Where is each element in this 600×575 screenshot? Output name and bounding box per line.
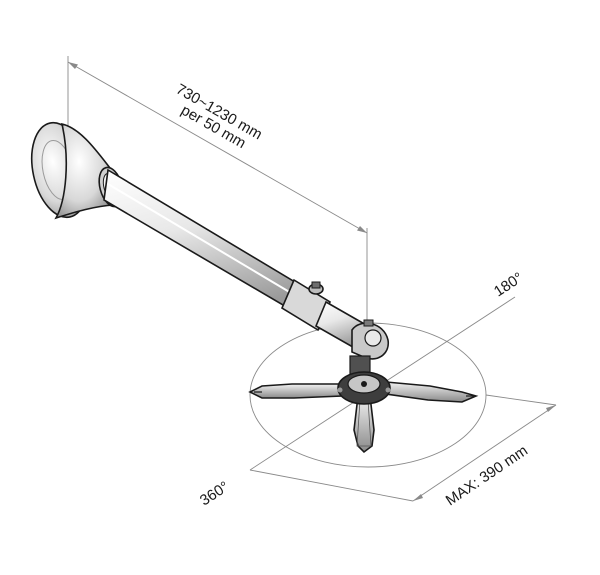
max-extension-line	[485, 394, 557, 406]
arrow-head-low	[413, 494, 423, 501]
arrow-head-high	[546, 405, 556, 412]
diagonal-guide-line	[249, 469, 414, 502]
lock-knob-cap	[311, 281, 321, 289]
telescopic-pole	[103, 168, 370, 352]
hub-screw-left	[337, 387, 343, 393]
ceiling-base	[30, 121, 124, 220]
tube-highlight	[107, 183, 319, 310]
tilt-pivot	[364, 329, 382, 347]
hub-bolt	[361, 381, 367, 387]
pole-lock-collar	[280, 278, 332, 332]
tilt-joint	[349, 319, 390, 375]
arm-left	[248, 383, 343, 399]
hub-screw-right	[385, 387, 391, 393]
mount-bell	[54, 122, 115, 220]
max-reach-dimension	[412, 404, 557, 502]
max-reach-label: MAX: 390 mm	[443, 442, 531, 509]
tilt-angle-label: 180°	[491, 269, 526, 300]
arm-right	[385, 381, 479, 403]
tilt-screw	[363, 319, 374, 327]
max-reach-dimension-line	[412, 404, 557, 502]
spider-bracket	[248, 371, 479, 454]
length-dimension-line	[67, 61, 368, 234]
arrow-head-right	[357, 226, 367, 233]
arrow-head-left	[68, 62, 78, 69]
rotation-angle-label: 360°	[197, 478, 232, 509]
